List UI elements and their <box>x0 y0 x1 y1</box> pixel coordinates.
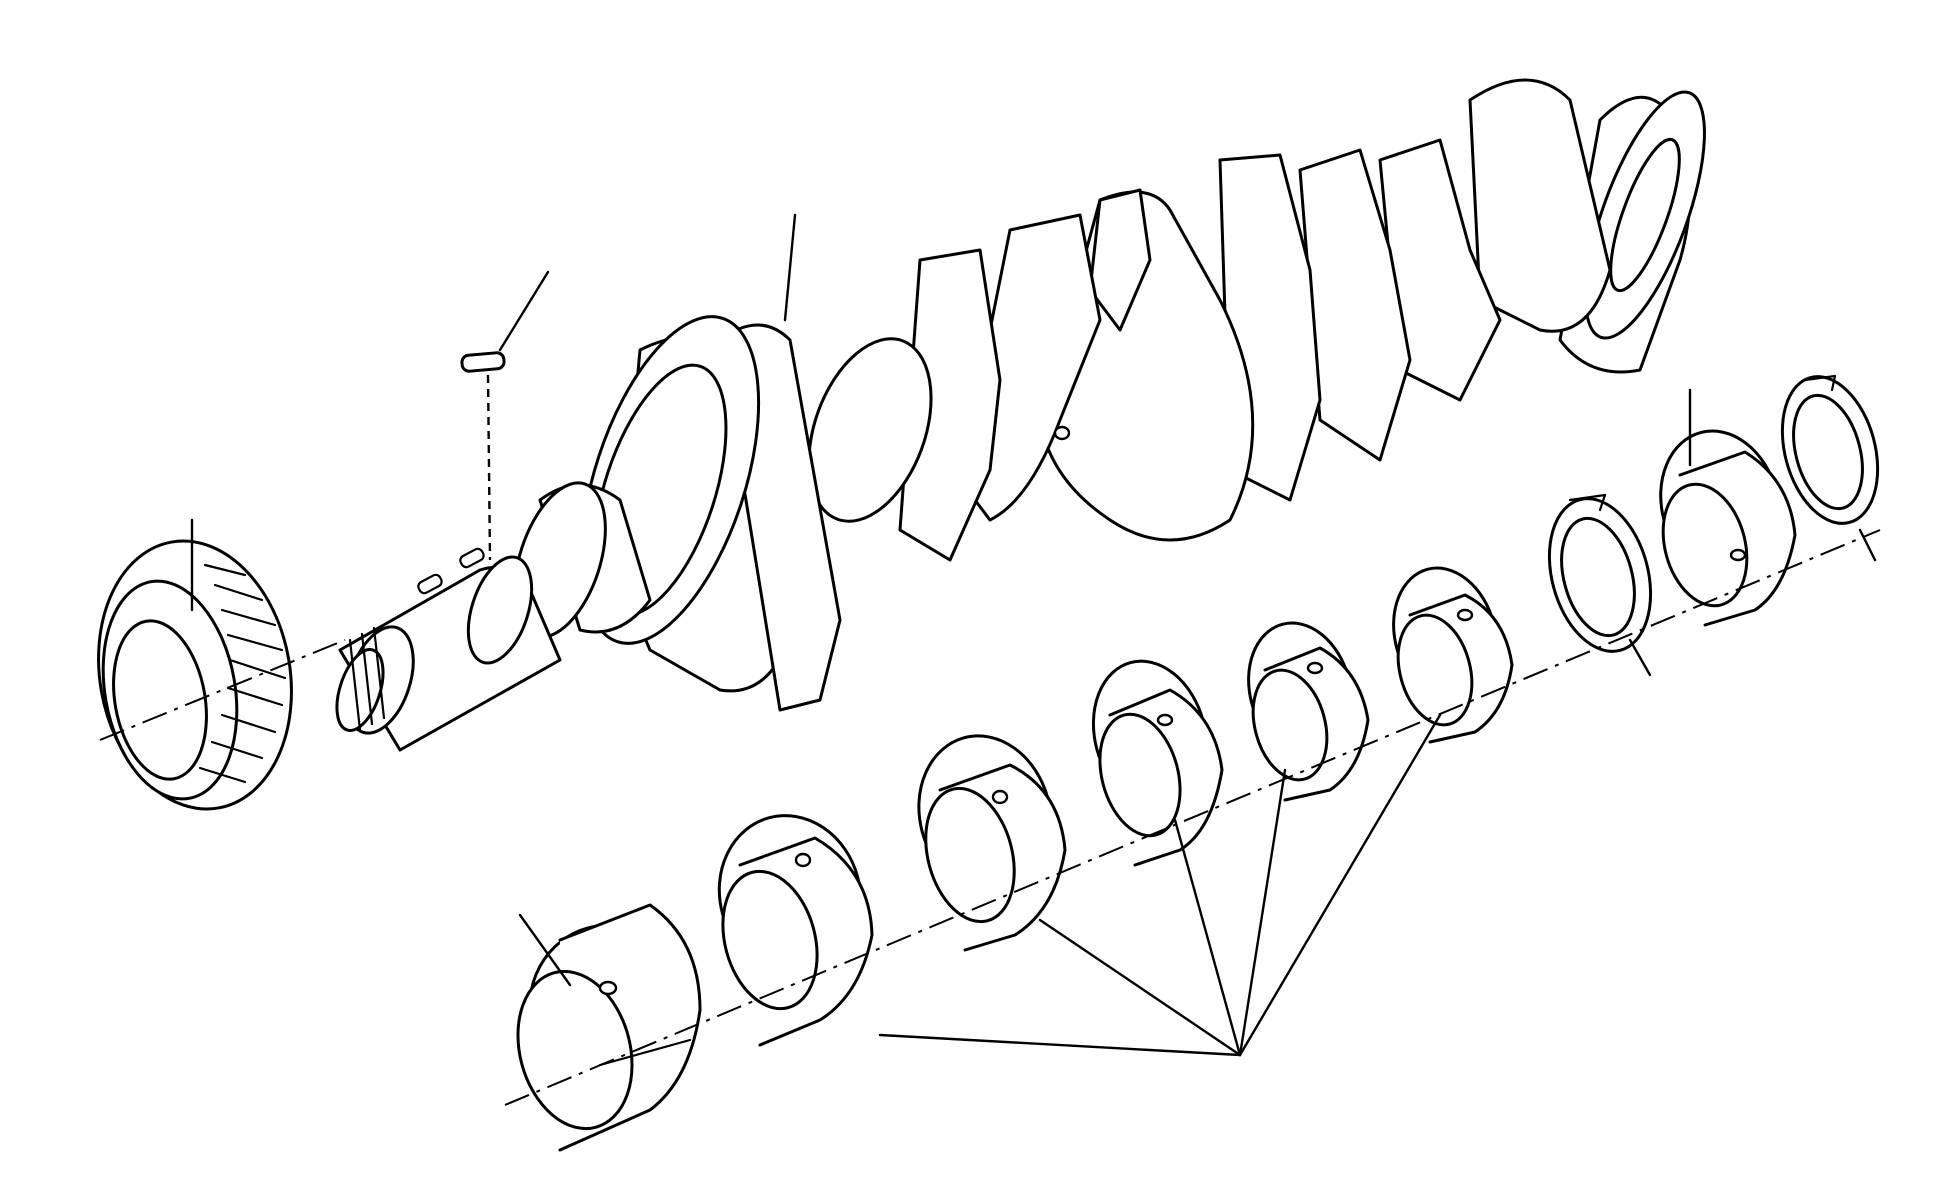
main-bearing-3 <box>917 734 1067 952</box>
thrust-washer-rear <box>1780 374 1880 525</box>
leader-lines <box>190 213 1877 1057</box>
crankshaft <box>335 78 1706 752</box>
main-bearing-2 <box>717 814 874 1047</box>
woodruff-key <box>460 351 506 561</box>
main-bearing-6 <box>1392 566 1514 744</box>
main-bearing-front <box>516 903 702 1152</box>
thrust-washer-front <box>1547 493 1653 653</box>
timing-gear <box>97 539 293 811</box>
main-bearing-5 <box>1247 621 1370 802</box>
main-bearing-rear <box>1659 429 1797 627</box>
main-bearing-4 <box>1091 659 1224 867</box>
center-axes <box>99 529 1881 1106</box>
